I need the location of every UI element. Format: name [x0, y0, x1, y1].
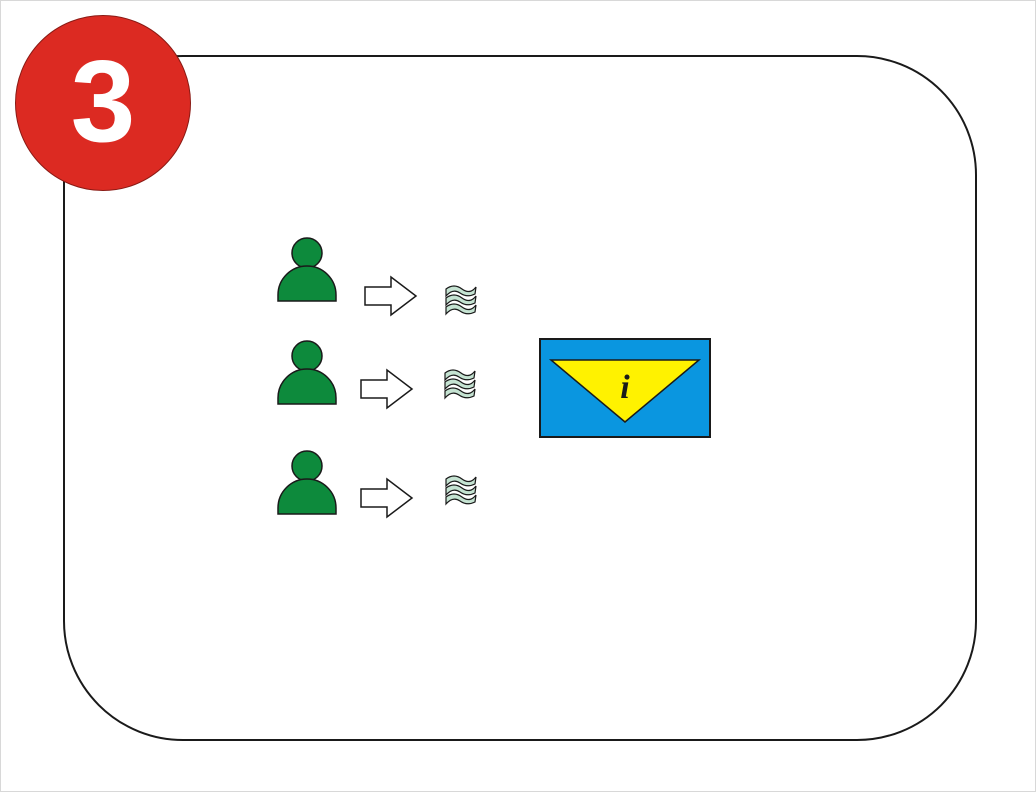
info-glyph: i	[620, 369, 630, 406]
data-stack-icon	[442, 471, 480, 509]
diagram-panel	[63, 55, 977, 741]
user-icon	[276, 340, 338, 406]
info-envelope-icon: i	[539, 338, 713, 440]
step-badge: 3	[15, 15, 191, 191]
user-icon	[276, 450, 338, 516]
arrow-right-icon	[360, 477, 414, 520]
step-number: 3	[70, 36, 136, 166]
user-icon	[276, 237, 338, 303]
arrow-right-icon	[360, 368, 414, 411]
arrow-right-icon	[364, 275, 418, 318]
data-stack-icon	[442, 281, 480, 319]
data-stack-icon	[441, 365, 479, 403]
